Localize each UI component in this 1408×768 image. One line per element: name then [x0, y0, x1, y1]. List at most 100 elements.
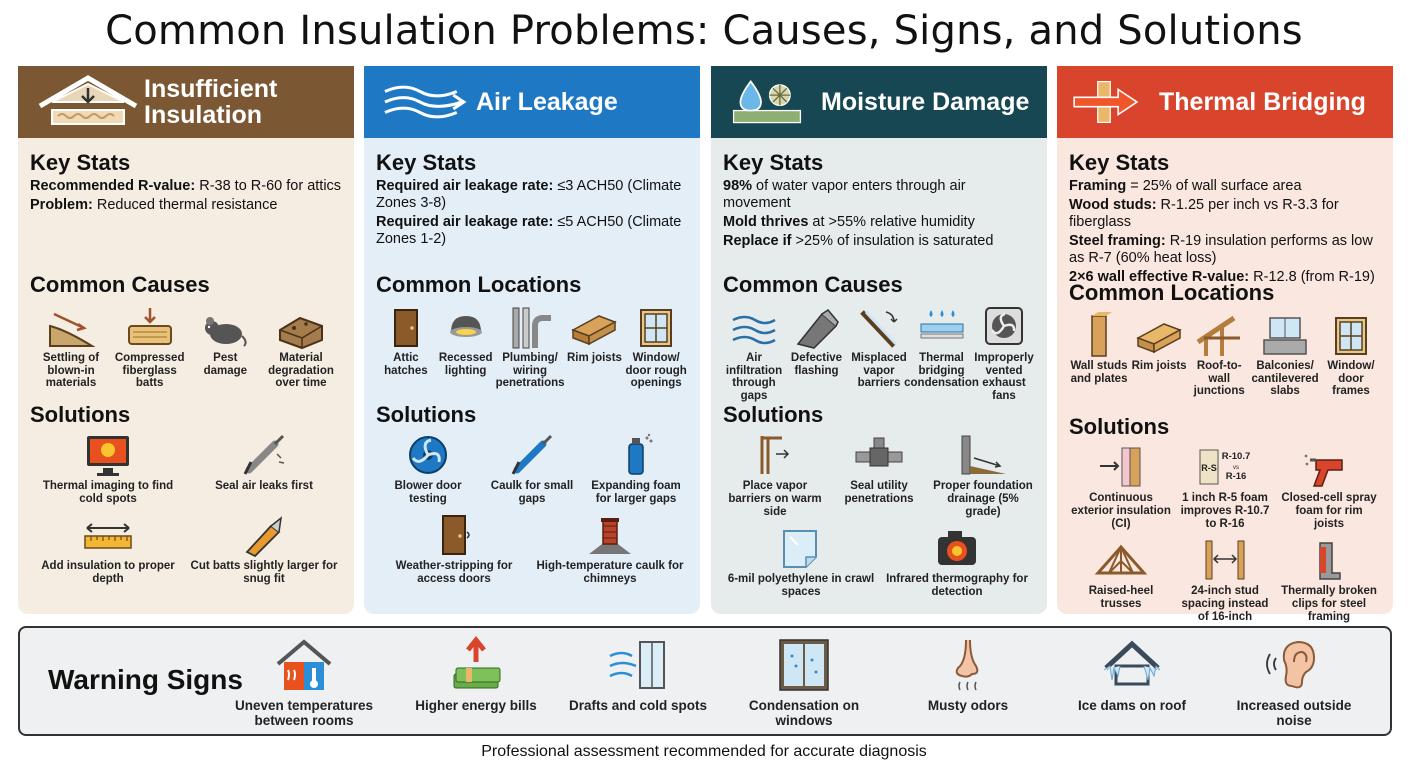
foam-badge-label: R-S: [1201, 463, 1217, 473]
draft-window-icon: [609, 641, 665, 689]
causes-list: Air infiltration through gaps Defective …: [723, 306, 1035, 402]
thermal-monitor-icon: [87, 436, 129, 476]
warning-item: Increased outside noise: [1224, 636, 1364, 728]
stat-line: Replace if >25% of insulation is saturat…: [723, 233, 994, 249]
location-item: Rim joists: [1129, 314, 1189, 410]
caulk-gun-icon: [243, 434, 285, 475]
door-icon: [442, 515, 470, 555]
cause-item: Pest damage: [193, 306, 257, 398]
solutions-title: Solutions: [376, 402, 477, 427]
foam-badge-after: R-16: [1226, 471, 1247, 482]
utility-knife-icon: [245, 516, 283, 558]
solutions-list: Thermal imaging to find cold spots Seal …: [30, 432, 342, 592]
warning-signs-bar: Warning Signs Uneven temperatures betwee…: [18, 626, 1392, 736]
location-item: Plumbing/ wiring penetrations: [496, 306, 565, 398]
stud-spacing-icon: [1205, 540, 1245, 580]
solution-item: Proper foundation drainage (5% grade): [933, 432, 1033, 519]
cause-item: Misplaced vapor barriers: [848, 306, 910, 398]
location-item: Window/ door frames: [1321, 314, 1381, 410]
panel-thermal-bridging: Thermal Bridging Key Stats Framing = 25%…: [1057, 66, 1393, 623]
key-stats-title: Key Stats: [723, 150, 824, 175]
key-stats: Key Stats Framing = 25% of wall surface …: [1069, 150, 1381, 285]
pipe-fitting-icon: [855, 437, 903, 467]
solutions-list: Place vapor barriers on warm side Seal u…: [723, 432, 1035, 605]
solution-item: Raised-heel trusses: [1071, 537, 1171, 624]
solutions-list: Blower door testing Caulk for small gaps…: [376, 432, 688, 592]
key-stats: Key Stats Recommended R-value: R-38 to R…: [30, 150, 342, 268]
location-item: Wall studs and plates: [1069, 312, 1129, 410]
ear-icon: [1266, 640, 1316, 689]
joist-icon: [571, 315, 618, 346]
flashing-icon: [796, 309, 839, 349]
warning-item: Drafts and cold spots: [568, 636, 708, 713]
solution-item: Infrared thermography for detection: [882, 525, 1032, 599]
location-item: Recessed lighting: [436, 306, 496, 398]
grade-slope-icon: [961, 435, 1006, 475]
condensation-icon: [920, 310, 963, 339]
location-item: Balconies/ cantilevered slabs: [1249, 314, 1321, 410]
joist-icon: [1136, 323, 1182, 354]
solution-item: High-temperature caulk for chimneys: [535, 512, 685, 586]
stat-line: Mold thrives at >55% relative humidity: [723, 214, 975, 230]
heat-arrow-icon: [1073, 80, 1139, 124]
solutions-title: Solutions: [30, 402, 131, 427]
stat-line: Problem: Reduced thermal resistance: [30, 197, 278, 213]
recessed-light-icon: [449, 316, 482, 337]
solution-item: Cut batts slightly larger for snug fit: [189, 512, 339, 586]
spray-can-icon: [628, 433, 653, 475]
stat-line: 98% of water vapor enters through air mo…: [723, 178, 966, 211]
solution-item: Place vapor barriers on warm side: [725, 432, 825, 519]
warning-item: Ice dams on roof: [1062, 636, 1202, 713]
solution-item: Thermally broken clips for steel framing: [1279, 537, 1379, 624]
causes-list: Settling of blown-in materials Compresse…: [30, 306, 342, 398]
solution-item: Caulk for small gaps: [482, 432, 582, 506]
vapor-barrier-icon: [860, 310, 898, 348]
causes-title: Common Causes: [30, 272, 210, 297]
wall-section-icon: [760, 436, 790, 474]
ruler-icon: [84, 523, 132, 549]
cause-item: Settling of blown-in materials: [36, 306, 106, 398]
panel-header: Thermal Bridging: [1057, 66, 1393, 138]
settling-slope-icon: [49, 312, 96, 347]
air-flow-icon: [732, 315, 776, 345]
panel-title: Moisture Damage: [821, 87, 1030, 116]
solutions-title: Solutions: [723, 402, 824, 427]
foam-board-icon: R-S R-10.7 vs R-16: [1199, 449, 1250, 485]
key-stats-title: Key Stats: [376, 150, 477, 175]
window-icon: [1334, 317, 1367, 355]
location-item: Window/ door rough openings: [624, 306, 688, 398]
camera-icon: [938, 531, 976, 565]
panel-header: Moisture Damage: [711, 66, 1047, 138]
ci-wall-icon: [1100, 447, 1141, 487]
blower-fan-icon: [409, 436, 447, 474]
key-stats: Key Stats 98% of water vapor enters thro…: [723, 150, 1035, 268]
solution-item: Thermal imaging to find cold spots: [33, 432, 183, 506]
water-drop-mold-icon: [732, 79, 802, 124]
solution-item: 6-mil polyethylene in crawl spaces: [726, 525, 876, 599]
locations-list: Wall studs and plates Rim joists Roof-to…: [1069, 312, 1381, 410]
key-stats-title: Key Stats: [1069, 150, 1170, 175]
chimney-icon: [589, 518, 631, 554]
solutions-title: Solutions: [1069, 414, 1170, 439]
panel-header: Air Leakage: [364, 66, 700, 138]
solution-item: Add insulation to proper depth: [33, 512, 183, 586]
clip-icon: [1319, 542, 1341, 580]
panel-moisture-damage: Moisture Damage Key Stats 98% of water v…: [711, 66, 1047, 614]
panel-body: Key Stats Recommended R-value: R-38 to R…: [18, 138, 354, 614]
air-flow-icon: [384, 85, 467, 119]
stat-line: Required air leakage rate: ≤3 ACH50 (Cli…: [376, 178, 682, 211]
panel-title: Air Leakage: [476, 87, 618, 116]
solution-item: Blower door testing: [378, 432, 478, 506]
cause-item: Air infiltration through gaps: [723, 306, 785, 402]
foam-badge-vs: vs: [1233, 465, 1239, 471]
attic-house-icon: [38, 75, 138, 125]
cause-item: Defective flashing: [786, 306, 848, 398]
degraded-material-icon: [278, 316, 323, 350]
key-stats-title: Key Stats: [30, 150, 131, 175]
solution-item: Seal utility penetrations: [829, 432, 929, 519]
balcony-icon: [1263, 317, 1307, 355]
location-item: Rim joists: [565, 306, 625, 398]
stat-line: Wood studs: R-1.25 per inch vs R-3.3 for…: [1069, 197, 1339, 230]
solution-item: R-S R-10.7 vs R-16 1 inch R-5 foam impro…: [1175, 444, 1275, 531]
panel-insufficient-insulation: Insufficient Insulation Key Stats Recomm…: [18, 66, 354, 614]
